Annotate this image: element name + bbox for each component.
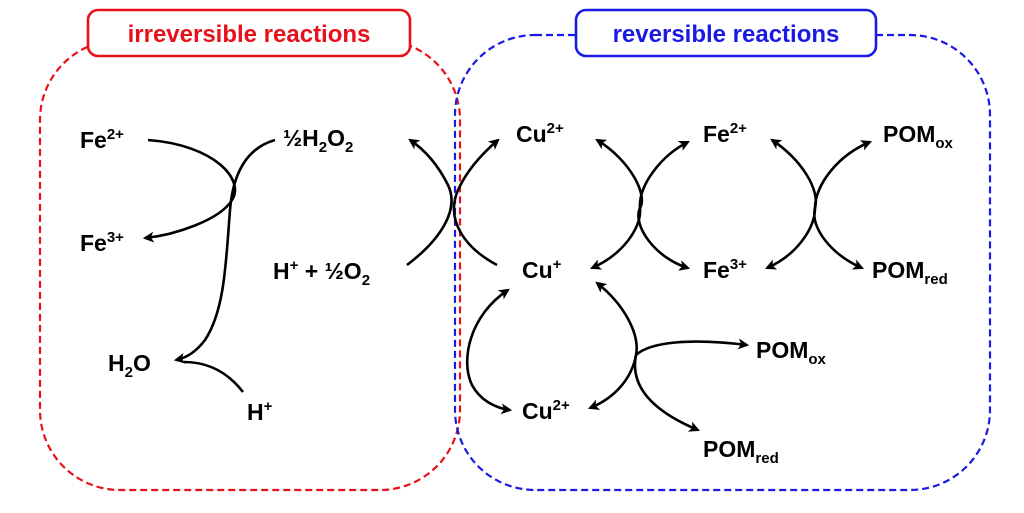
pom-red-label-bottom: POMred bbox=[703, 436, 779, 467]
cu-plus-to-cu2-arrow bbox=[452, 138, 500, 267]
pom-ox-label-bottom: POMox bbox=[756, 337, 827, 368]
reversible-title: reversible reactions bbox=[574, 8, 878, 58]
pom-ox-label-top: POMox bbox=[883, 121, 954, 152]
cu2-fe3-arc bbox=[595, 138, 691, 271]
pom-to-pomox-arrow bbox=[635, 338, 750, 357]
cu2-plus-label-bottom: Cu2+ bbox=[522, 397, 570, 424]
reversible-title-text: reversible reactions bbox=[613, 21, 840, 48]
half-h2o2-label: ½H2O2 bbox=[283, 125, 353, 156]
irreversible-region bbox=[38, 38, 462, 492]
irreversible-title: irreversible reactions bbox=[86, 8, 412, 58]
h-plus-label: H+ bbox=[247, 398, 273, 425]
irreversible-title-text: irreversible reactions bbox=[128, 21, 371, 48]
h-plus-to-h2o-arrow bbox=[183, 360, 245, 393]
cu-fe2-arc bbox=[589, 140, 690, 270]
fe3-plus-label-left: Fe3+ bbox=[80, 229, 124, 256]
cu-plus-label: Cu+ bbox=[522, 256, 562, 283]
o2-to-h2o2-arrow bbox=[406, 138, 453, 267]
pom-red-label-top: POMred bbox=[872, 257, 948, 288]
h2o-label: H2O bbox=[108, 350, 151, 381]
h2o2-to-h2o-arrow bbox=[173, 138, 276, 364]
cu2-plus-label-top: Cu2+ bbox=[516, 120, 564, 147]
pom-to-pomred-arrow bbox=[633, 354, 701, 432]
fe3-pomox-arc bbox=[764, 140, 873, 270]
cu-plus-cu2-right-arc bbox=[587, 281, 638, 410]
fe2-to-fe3-arrow bbox=[142, 138, 237, 243]
h-plus-half-o2-label: H+ + ½O2 bbox=[273, 257, 370, 289]
fe3-plus-label-right: Fe3+ bbox=[703, 256, 747, 283]
fe2-plus-label-right: Fe2+ bbox=[703, 120, 747, 147]
fe2-plus-label-left: Fe2+ bbox=[80, 126, 124, 153]
fe2-pomred-arc bbox=[770, 138, 865, 270]
cu-plus-cu2-left-arc bbox=[465, 288, 513, 415]
